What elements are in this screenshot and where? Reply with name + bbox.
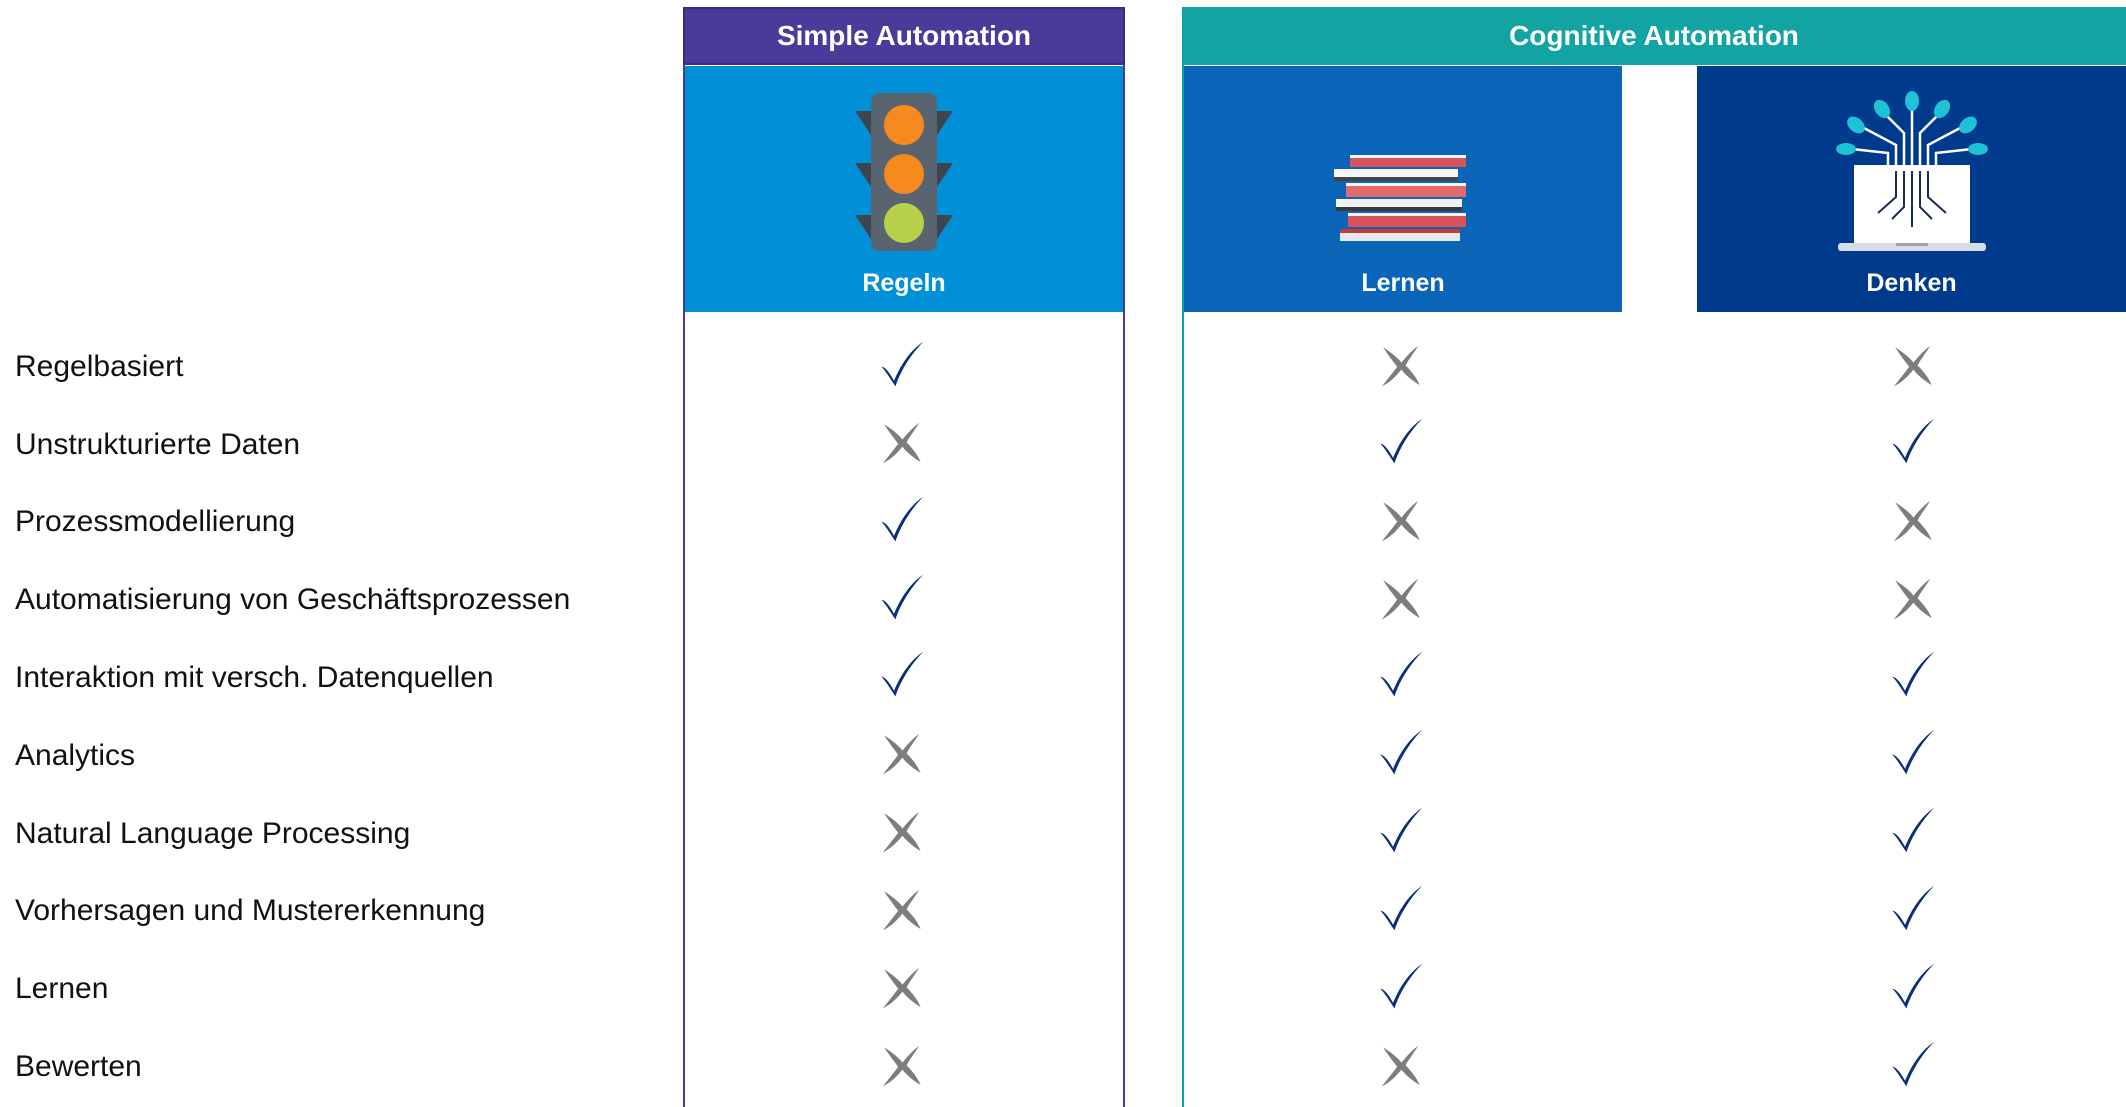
simple-column-frame [683, 65, 1125, 1107]
column-head-denken: Denken [1697, 66, 2126, 312]
check-icon [1370, 956, 1430, 1016]
cross-icon [1370, 334, 1430, 394]
check-icon [871, 334, 931, 394]
simple-automation-title: Simple Automation [776, 20, 1032, 51]
cross-icon [871, 956, 931, 1016]
cross-icon [871, 722, 931, 782]
column-label-regeln: Regeln [862, 269, 946, 297]
cognitive-column-frame [1182, 65, 2126, 1107]
check-icon [1882, 411, 1942, 471]
check-icon [1370, 878, 1430, 938]
cross-icon [1882, 334, 1942, 394]
column-label-denken: Denken [1866, 269, 1957, 297]
simple-automation-header: Simple Automation [683, 7, 1125, 65]
check-icon [1882, 956, 1942, 1016]
cross-icon [1882, 567, 1942, 627]
cross-icon [871, 878, 931, 938]
check-icon [1370, 411, 1430, 471]
column-head-regeln: Regeln [685, 66, 1123, 312]
row-label: Lernen [15, 972, 109, 1005]
column-label-lernen: Lernen [1361, 269, 1445, 297]
row-label: Unstrukturierte Daten [15, 428, 301, 461]
cross-icon [1370, 489, 1430, 549]
row-label: Analytics [15, 739, 136, 772]
cross-icon [1370, 567, 1430, 627]
cross-icon [871, 411, 931, 471]
check-icon [1882, 1034, 1942, 1094]
cross-icon [871, 800, 931, 860]
check-icon [871, 489, 931, 549]
check-icon [871, 567, 931, 627]
cognitive-automation-title: Cognitive Automation [1509, 20, 1799, 51]
check-icon [871, 644, 931, 704]
row-label: Regelbasiert [15, 350, 184, 383]
cross-icon [1370, 1034, 1430, 1094]
check-icon [1882, 800, 1942, 860]
books-icon [1334, 155, 1466, 241]
cross-icon [871, 1034, 931, 1094]
check-icon [1882, 644, 1942, 704]
row-label: Prozessmodellierung [15, 505, 296, 538]
cross-icon [1882, 489, 1942, 549]
row-label: Natural Language Processing [15, 817, 411, 850]
circuit-laptop-icon [1835, 91, 1988, 251]
cognitive-automation-header: Cognitive Automation [1182, 7, 2126, 65]
row-label: Bewerten [15, 1050, 142, 1083]
row-label: Interaktion mit versch. Datenquellen [15, 661, 494, 694]
row-label: Automatisierung von Geschäftsprozessen [15, 583, 571, 616]
check-icon [1370, 644, 1430, 704]
check-icon [1370, 800, 1430, 860]
check-icon [1882, 722, 1942, 782]
column-head-lernen: Lernen [1184, 66, 1622, 312]
traffic-light-icon [855, 93, 953, 251]
check-icon [1882, 878, 1942, 938]
check-icon [1370, 722, 1430, 782]
row-label: Vorhersagen und Mustererkennung [15, 894, 486, 927]
